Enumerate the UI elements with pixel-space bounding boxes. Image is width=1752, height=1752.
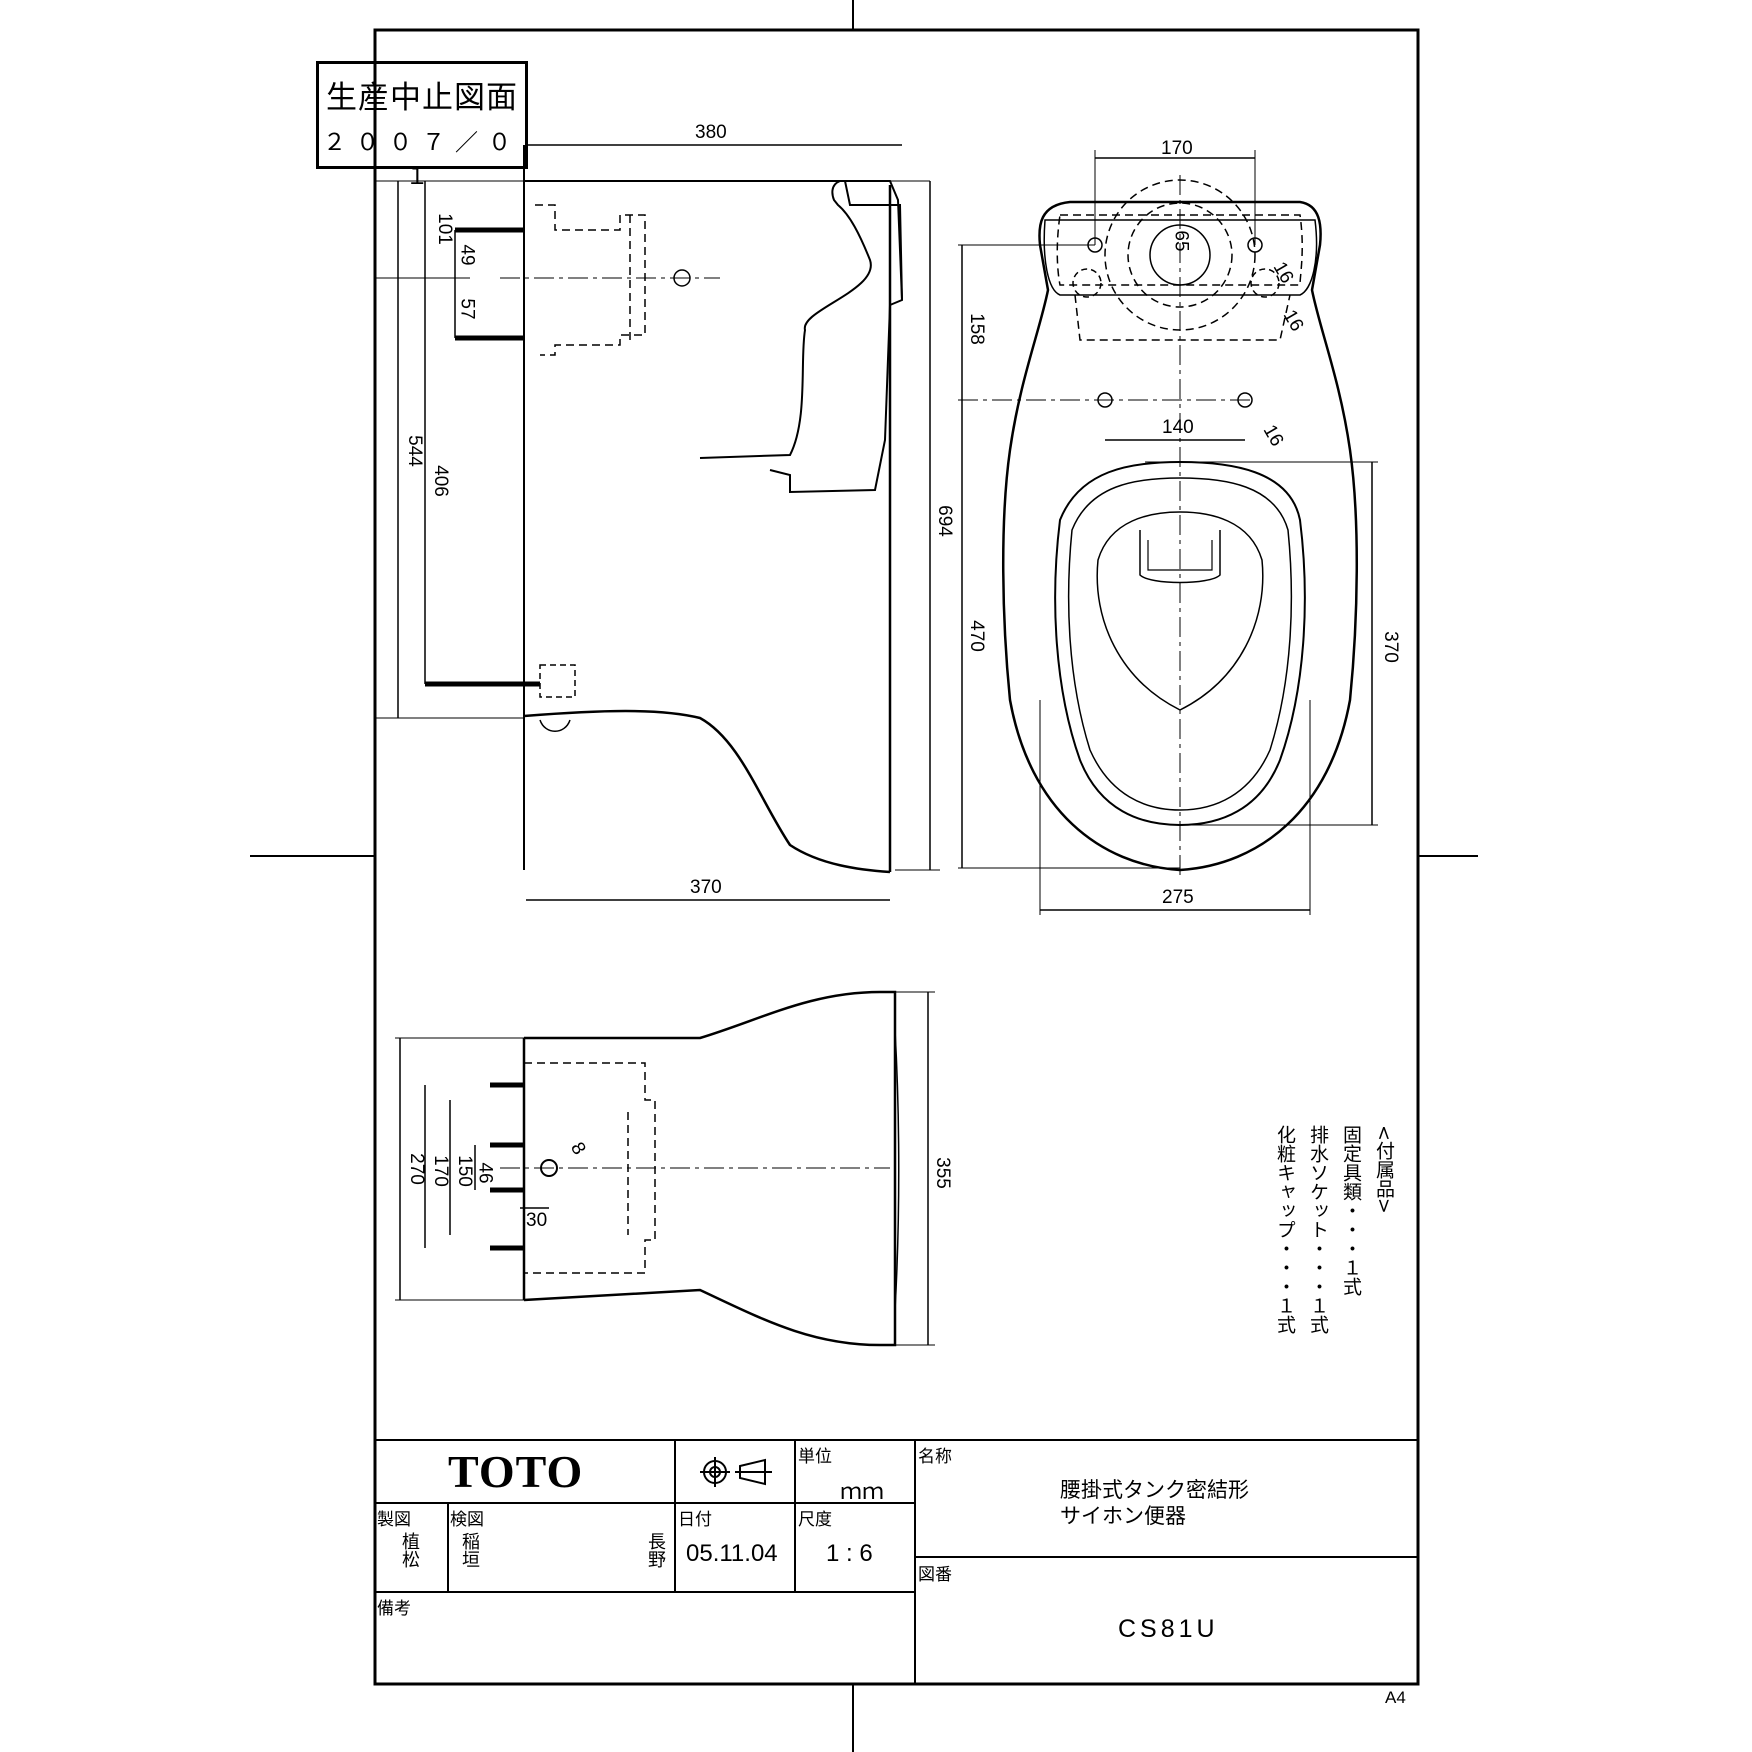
dim-top-65: 65 xyxy=(1170,230,1192,252)
projection-symbol xyxy=(700,1457,772,1487)
paper-size: A4 xyxy=(1385,1688,1406,1707)
dim-side-101: 101 xyxy=(433,213,455,245)
accessory-item: 排水ソケット・・・１式 xyxy=(1307,1125,1329,1334)
dim-side-694: 694 xyxy=(933,505,955,537)
dim-bottom-30: 30 xyxy=(526,1210,548,1231)
drawing-no-label: 図番 xyxy=(918,1565,952,1585)
name-label: 名称 xyxy=(918,1447,952,1467)
drawn-label: 製図 xyxy=(377,1510,411,1530)
top-view xyxy=(958,150,1378,915)
drawn-value: 植松 xyxy=(399,1532,420,1568)
accessory-item: 化粧キャップ・・・１式 xyxy=(1274,1125,1296,1334)
stamp-date: ２００７／０１ xyxy=(323,130,521,190)
checked-value: 稲垣 xyxy=(459,1532,480,1568)
date-value: 05.11.04 xyxy=(686,1540,778,1567)
dim-bottom-150: 150 xyxy=(453,1155,475,1187)
accessories-header: <付属品> xyxy=(1373,1125,1395,1214)
approved-value: 長野 xyxy=(645,1532,666,1568)
remarks-label: 備考 xyxy=(377,1599,411,1619)
dim-side-top-width: 380 xyxy=(695,122,727,143)
dim-top-275: 275 xyxy=(1162,887,1194,908)
discontinued-stamp: 生産中止図面 ２００７／０１ xyxy=(316,61,528,190)
dim-top-158: 158 xyxy=(965,313,987,345)
dim-side-544: 544 xyxy=(403,435,425,467)
checked-label: 検図 xyxy=(450,1510,484,1530)
dim-top-370: 370 xyxy=(1379,631,1401,663)
date-label: 日付 xyxy=(678,1510,712,1530)
unit-label: 単位 xyxy=(798,1447,832,1467)
scale-label: 尺度 xyxy=(798,1510,832,1530)
dim-top-140: 140 xyxy=(1162,417,1194,438)
side-view xyxy=(375,144,940,901)
product-name-line1: 腰掛式タンク密結形 xyxy=(1060,1478,1249,1502)
dim-side-57: 57 xyxy=(456,298,478,320)
dim-bottom-46: 46 xyxy=(474,1162,496,1184)
title-block-grid xyxy=(375,1439,1418,1684)
brand-logo: TOTO xyxy=(448,1446,584,1497)
stamp-title: 生産中止図面 xyxy=(326,80,518,116)
dim-side-base-width: 370 xyxy=(690,877,722,898)
dim-bottom-355: 355 xyxy=(931,1157,953,1189)
bottom-view xyxy=(395,990,935,1347)
scale-value: 1 : 6 xyxy=(826,1540,873,1567)
dim-top-170: 170 xyxy=(1161,138,1193,159)
drawing-frame xyxy=(373,28,1420,1686)
drawing-no-value: CS81U xyxy=(1118,1615,1219,1643)
accessory-item: 固定具類・・・１式 xyxy=(1340,1125,1362,1296)
dim-side-49: 49 xyxy=(456,244,478,266)
unit-value: ｍｍ xyxy=(840,1480,885,1505)
product-name-line2: サイホン便器 xyxy=(1060,1504,1186,1528)
dim-top-470: 470 xyxy=(965,620,987,652)
accessories-list: <付属品> 固定具類・・・１式 排水ソケット・・・１式 化粧キャップ・・・１式 xyxy=(1272,1125,1398,1334)
dim-bottom-170: 170 xyxy=(429,1155,451,1187)
dim-bottom-270: 270 xyxy=(405,1153,427,1185)
dim-side-406: 406 xyxy=(429,465,451,497)
